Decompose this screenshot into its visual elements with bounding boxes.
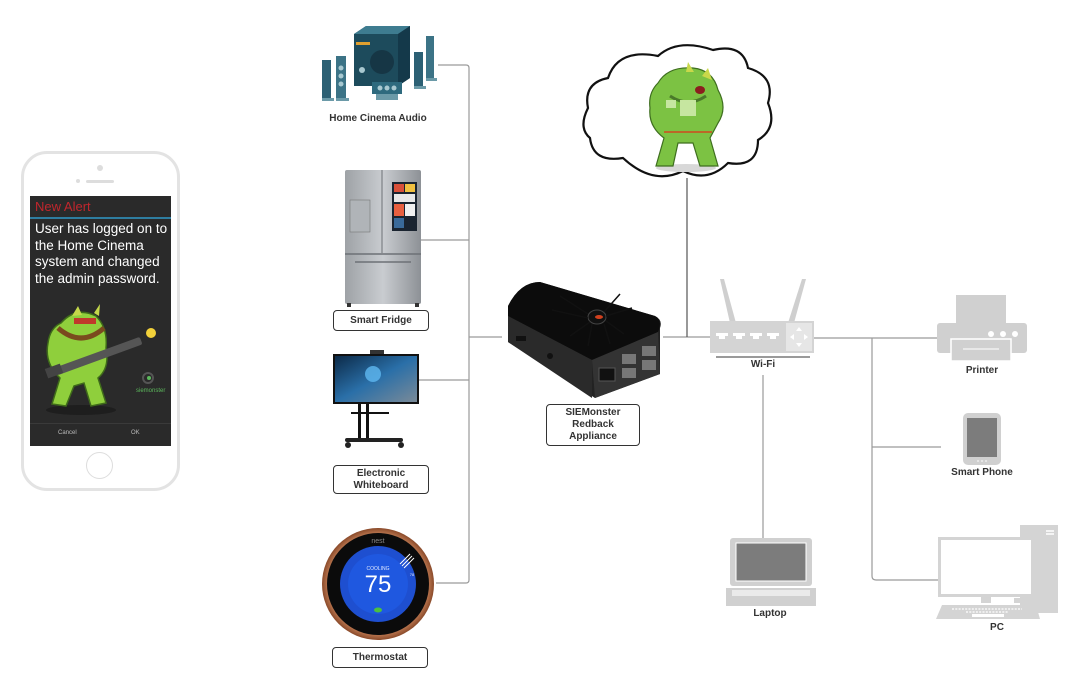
- laptop-icon: [726, 538, 816, 606]
- desktop-pc-icon: [936, 525, 1058, 619]
- whiteboard-label-line2: Whiteboard: [353, 479, 409, 491]
- router-icon: [710, 279, 814, 353]
- printer-icon: [937, 295, 1027, 362]
- smart-fridge-label: Smart Fridge: [333, 310, 429, 331]
- alert-actions: Cancel OK: [30, 423, 171, 446]
- phone-home-button: [86, 452, 113, 479]
- appliance-label-line3: Appliance: [569, 431, 617, 442]
- thermostat-mode: COOLING: [366, 566, 389, 572]
- phone-camera: [97, 165, 103, 171]
- pc-label: PC: [990, 622, 1004, 633]
- laptop-label: Laptop: [753, 608, 787, 619]
- monster-gunner-icon: siemonster: [44, 304, 165, 415]
- speaker-system-icon: [322, 26, 437, 101]
- phone-sensor: [76, 179, 80, 183]
- monster-icon: [649, 62, 724, 172]
- appliance-label-line2: Redback: [572, 419, 614, 430]
- thermostat-brand: nest: [371, 538, 384, 545]
- display-stand-icon: [333, 350, 419, 448]
- appliance-label-line1: SIEMonster: [565, 407, 621, 418]
- home-cinema-label: Home Cinema Audio: [329, 113, 427, 124]
- smartphone-icon: [963, 413, 1001, 465]
- cancel-button[interactable]: Cancel: [58, 430, 77, 436]
- alert-title: New Alert: [35, 199, 91, 214]
- alert-dialog: New Alert User has logged on to the Home…: [30, 196, 171, 446]
- brand-mark: siemonster: [136, 388, 165, 394]
- whiteboard-label-line1: Electronic: [356, 467, 406, 479]
- smart-fridge-label-text: Smart Fridge: [350, 314, 412, 326]
- printer-label: Printer: [965, 365, 999, 376]
- leaf-icon: [374, 607, 382, 613]
- thermostat-label: Thermostat: [332, 647, 428, 668]
- appliance-label: SIEMonster Redback Appliance: [546, 404, 640, 446]
- ok-button[interactable]: OK: [131, 430, 140, 436]
- ethernet-port: [598, 367, 616, 382]
- thermostat-label-text: Thermostat: [352, 651, 408, 663]
- alert-message: User has logged on to the Home Cinema sy…: [35, 221, 168, 286]
- phone-speaker: [86, 180, 114, 183]
- whiteboard-label: Electronic Whiteboard: [333, 465, 429, 494]
- thermostat-icon: nest COOLING 75 78: [322, 528, 434, 640]
- connector-home-cinema: [436, 64, 470, 584]
- alert-divider: [30, 217, 171, 219]
- redback-spider-icon: [551, 293, 633, 347]
- appliance-box-icon: [508, 282, 661, 398]
- wifi-label: Wi-Fi: [750, 359, 776, 370]
- thermostat-setpoint: 78: [410, 572, 415, 577]
- thermostat-temperature: 75: [365, 571, 392, 598]
- smart-phone-label: Smart Phone: [951, 467, 1013, 478]
- cloud-monster-icon: [582, 44, 773, 178]
- fridge-icon: [345, 170, 421, 307]
- connector-right-bus: [871, 338, 939, 581]
- router-base-line: [716, 356, 810, 358]
